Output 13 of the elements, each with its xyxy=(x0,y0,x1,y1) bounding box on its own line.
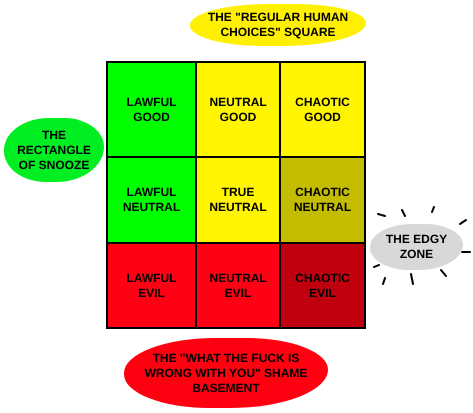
alignment-cell: LAWFUL EVIL xyxy=(107,243,196,328)
alignment-cell: NEUTRAL EVIL xyxy=(196,243,280,328)
alignment-cell: CHAOTIC NEUTRAL xyxy=(280,157,365,243)
alignment-cell: LAWFUL NEUTRAL xyxy=(107,157,196,243)
alignment-cell: LAWFUL GOOD xyxy=(107,62,196,157)
alignment-cell: CHAOTIC EVIL xyxy=(280,243,365,328)
annotation-label: THE "WHAT THE FUCK IS WRONG WITH YOU" SHAME BASEMENT xyxy=(124,338,328,408)
alignment-cell: CHAOTIC GOOD xyxy=(280,62,365,157)
alignment-cell: NEUTRAL GOOD xyxy=(196,62,280,157)
annotation-label: THE RECTANGLE OF SNOOZE xyxy=(4,118,104,182)
annotation-label: THE "REGULAR HUMAN CHOICES" SQUARE xyxy=(190,4,366,46)
annotation-label: THE EDGY ZONE xyxy=(370,224,463,270)
alignment-cell: TRUE NEUTRAL xyxy=(196,157,280,243)
